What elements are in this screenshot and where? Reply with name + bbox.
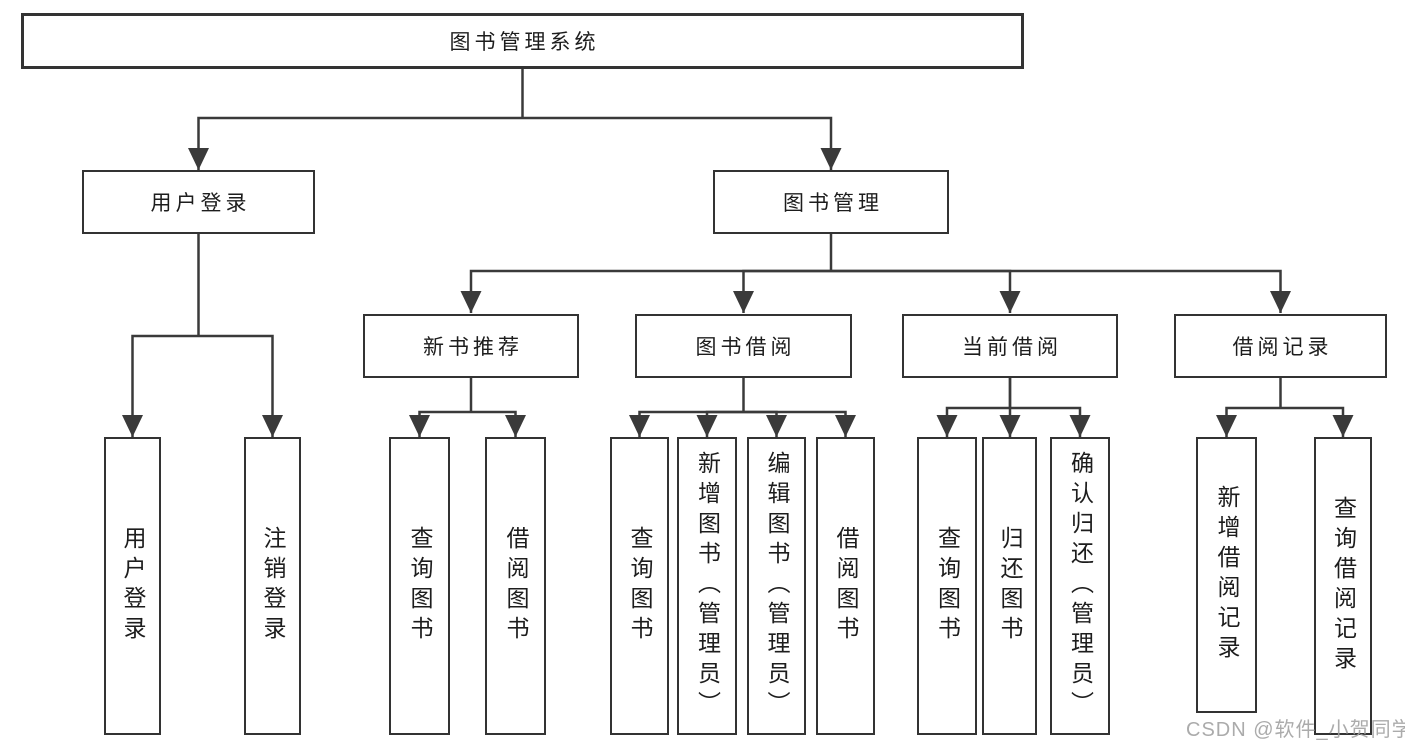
node-label: 图书借阅 <box>695 336 796 359</box>
node-label: 新书推荐 <box>423 336 523 359</box>
node-label: 编辑图书（管理员） <box>764 451 790 721</box>
node-label: 借阅图书 <box>833 526 859 646</box>
leaf-edit-book-admin: 编辑图书（管理员） <box>747 437 806 735</box>
node-label: 新增图书（管理员） <box>694 451 721 721</box>
leaf-query-book-current: 查询图书 <box>917 437 977 735</box>
leaf-query-book-borrowing: 查询图书 <box>610 437 669 735</box>
leaf-return-book: 归还图书 <box>982 437 1037 735</box>
node-current-borrowing: 当前借阅 <box>902 314 1118 378</box>
node-label: 确认归还（管理员） <box>1067 451 1094 721</box>
node-label: 借阅图书 <box>503 526 529 646</box>
node-book-borrowing: 图书借阅 <box>635 314 852 378</box>
node-new-book-recommend: 新书推荐 <box>363 314 579 378</box>
node-label: 图书管理 <box>783 192 883 215</box>
csdn-watermark: CSDN @软件_小贺同学 <box>1186 719 1405 741</box>
leaf-logout: 注销登录 <box>244 437 301 735</box>
node-library-management-system: 图书管理系统 <box>21 13 1024 69</box>
node-book-management: 图书管理 <box>713 170 949 234</box>
node-label: 归还图书 <box>997 526 1023 646</box>
node-label: 查询图书 <box>934 526 961 646</box>
leaf-confirm-return-admin: 确认归还（管理员） <box>1050 437 1110 735</box>
node-label: 当前借阅 <box>962 336 1062 359</box>
node-label: 新增借阅记录 <box>1214 485 1240 665</box>
node-label: 借阅记录 <box>1232 336 1333 359</box>
leaf-add-borrow-record: 新增借阅记录 <box>1196 437 1257 713</box>
node-label: 查询借阅记录 <box>1330 496 1357 676</box>
node-label: 查询图书 <box>407 526 433 646</box>
node-label: 用户登录 <box>150 192 251 215</box>
leaf-borrow-book: 借阅图书 <box>816 437 875 735</box>
node-label: 用户登录 <box>120 526 146 646</box>
node-label: 图书管理系统 <box>449 31 600 54</box>
leaf-borrow-book-recommend: 借阅图书 <box>485 437 546 735</box>
leaf-add-book-admin: 新增图书（管理员） <box>677 437 737 735</box>
leaf-query-book-recommend: 查询图书 <box>389 437 450 735</box>
node-label: 注销登录 <box>260 526 286 646</box>
leaf-user-login: 用户登录 <box>104 437 161 735</box>
node-borrowing-records: 借阅记录 <box>1174 314 1387 378</box>
leaf-query-borrow-record: 查询借阅记录 <box>1314 437 1372 735</box>
node-user-login: 用户登录 <box>82 170 315 234</box>
node-label: 查询图书 <box>627 526 653 646</box>
